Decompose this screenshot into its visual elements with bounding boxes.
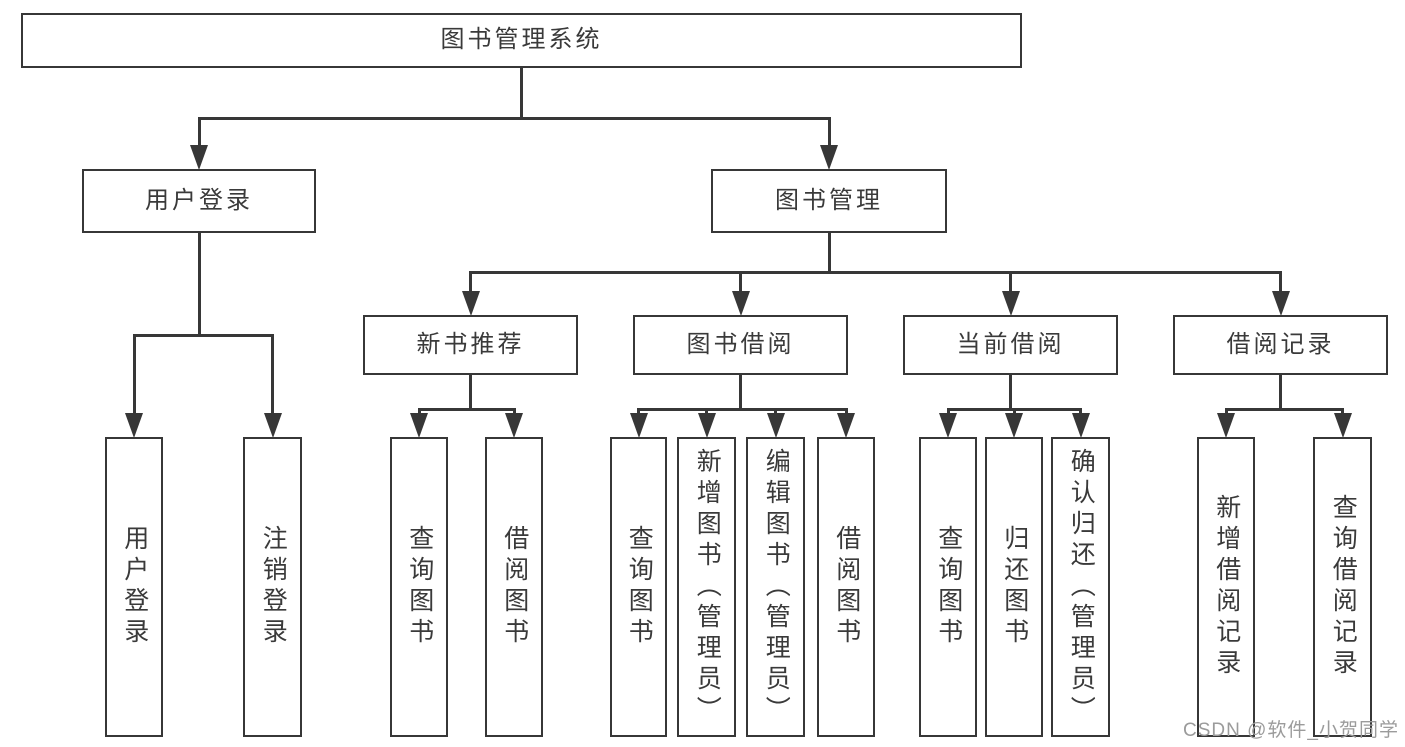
node-label: 确认归还（管理员） bbox=[1067, 447, 1096, 727]
node-bb-query: 查询图书 bbox=[610, 437, 667, 737]
node-nr-query: 查询图书 bbox=[390, 437, 448, 737]
node-label: 查询图书 bbox=[405, 525, 434, 649]
arrowhead-down-icon bbox=[505, 413, 523, 438]
arrowhead-down-icon bbox=[766, 413, 785, 438]
connector-line bbox=[132, 335, 136, 420]
connector-line bbox=[469, 374, 472, 411]
node-label: 新增图书（管理员） bbox=[693, 447, 722, 727]
connector-line bbox=[739, 272, 742, 298]
connector-line bbox=[1279, 374, 1282, 411]
node-label: 图书借阅 bbox=[686, 330, 795, 358]
arrowhead-down-icon bbox=[263, 413, 282, 438]
node-nr-borrow: 借阅图书 bbox=[485, 437, 543, 737]
connector-line bbox=[739, 374, 742, 411]
connector-line bbox=[1224, 407, 1344, 411]
node-borrow-rec: 借阅记录 bbox=[1173, 315, 1388, 375]
node-label: 用户登录 bbox=[145, 186, 253, 214]
node-label: 新增借阅记录 bbox=[1212, 494, 1241, 680]
arrowhead-down-icon bbox=[939, 413, 957, 438]
arrowhead-down-icon bbox=[731, 291, 750, 316]
node-label: 查询借阅记录 bbox=[1329, 494, 1358, 680]
arrowhead-down-icon bbox=[1217, 413, 1235, 438]
node-ul-login: 用户登录 bbox=[105, 437, 163, 737]
arrowhead-down-icon bbox=[1333, 413, 1352, 438]
node-label: 编辑图书（管理员） bbox=[762, 447, 791, 727]
node-cb-confirm: 确认归还（管理员） bbox=[1051, 437, 1110, 737]
node-label: 借阅记录 bbox=[1226, 330, 1335, 358]
node-book-borrow: 图书借阅 bbox=[633, 315, 848, 375]
node-user-login: 用户登录 bbox=[82, 169, 316, 233]
connector-line bbox=[197, 118, 201, 152]
node-label: 查询图书 bbox=[625, 525, 654, 649]
connector-line bbox=[271, 335, 274, 420]
node-ul-logout: 注销登录 bbox=[243, 437, 302, 737]
connector-line bbox=[132, 333, 274, 337]
connector-line bbox=[827, 118, 831, 152]
node-label: 图书管理系统 bbox=[440, 26, 603, 54]
arrowhead-down-icon bbox=[629, 413, 648, 438]
arrowhead-down-icon bbox=[461, 291, 480, 316]
node-bb-edit: 编辑图书（管理员） bbox=[746, 437, 805, 737]
connector-line bbox=[827, 232, 831, 274]
node-label: 借阅图书 bbox=[832, 525, 861, 649]
arrowhead-down-icon bbox=[125, 413, 143, 438]
node-label: 新书推荐 bbox=[416, 330, 525, 358]
node-label: 借阅图书 bbox=[500, 525, 529, 649]
node-bb-borrow: 借阅图书 bbox=[817, 437, 875, 737]
node-root: 图书管理系统 bbox=[21, 13, 1022, 68]
node-label: 图书管理 bbox=[775, 186, 883, 214]
node-label: 注销登录 bbox=[259, 525, 288, 649]
arrowhead-down-icon bbox=[820, 145, 838, 170]
connector-line bbox=[197, 232, 201, 337]
node-cur-borrow: 当前借阅 bbox=[903, 315, 1118, 375]
connector-line bbox=[1279, 272, 1282, 298]
node-label: 查询图书 bbox=[934, 525, 963, 649]
node-book-mgmt: 图书管理 bbox=[711, 169, 947, 233]
node-label: 当前借阅 bbox=[956, 330, 1065, 358]
connector-line bbox=[1009, 272, 1012, 298]
watermark: CSDN @软件_小贺同学 bbox=[1183, 720, 1399, 741]
arrowhead-down-icon bbox=[697, 413, 716, 438]
arrowhead-down-icon bbox=[1071, 413, 1090, 438]
connector-line bbox=[197, 116, 831, 120]
arrowhead-down-icon bbox=[410, 413, 428, 438]
node-new-rec: 新书推荐 bbox=[363, 315, 578, 375]
node-br-query: 查询借阅记录 bbox=[1313, 437, 1372, 737]
arrowhead-down-icon bbox=[837, 413, 855, 438]
arrowhead-down-icon bbox=[1001, 291, 1020, 316]
connector-line bbox=[417, 407, 516, 411]
node-bb-add: 新增图书（管理员） bbox=[677, 437, 736, 737]
connector-line bbox=[520, 67, 523, 120]
arrowhead-down-icon bbox=[1005, 413, 1023, 438]
connector-line bbox=[637, 407, 848, 411]
arrowhead-down-icon bbox=[190, 145, 208, 170]
node-label: 用户登录 bbox=[120, 525, 149, 649]
arrowhead-down-icon bbox=[1271, 291, 1290, 316]
node-br-add: 新增借阅记录 bbox=[1197, 437, 1255, 737]
node-cb-query: 查询图书 bbox=[919, 437, 977, 737]
connector-line bbox=[469, 272, 472, 298]
connector-line bbox=[469, 270, 1282, 274]
connector-line bbox=[1009, 374, 1012, 411]
node-label: 归还图书 bbox=[1000, 525, 1029, 649]
node-cb-return: 归还图书 bbox=[985, 437, 1043, 737]
